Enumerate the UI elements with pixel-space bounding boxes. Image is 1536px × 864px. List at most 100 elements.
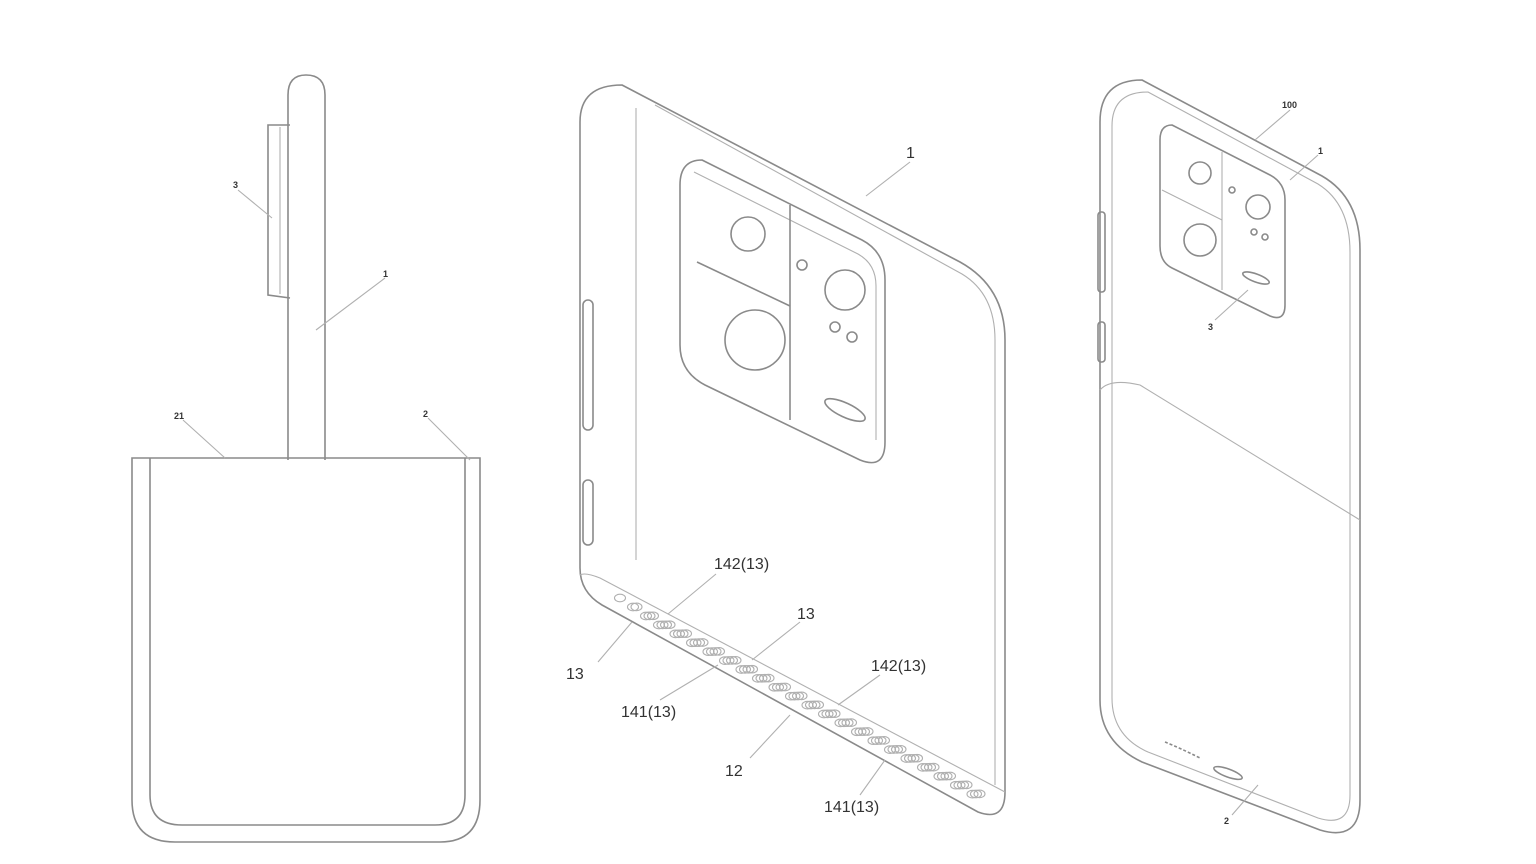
label-case-rim: 21 xyxy=(174,411,184,421)
case-inner xyxy=(149,458,466,826)
label-body: 1 xyxy=(906,145,915,162)
speaker-hole xyxy=(841,718,854,728)
phone-side-body xyxy=(287,74,326,460)
speaker-hole xyxy=(837,718,851,728)
speaker-hole xyxy=(936,771,950,781)
speaker-hole xyxy=(784,691,798,701)
speaker-hole xyxy=(722,656,735,665)
speaker-hole xyxy=(854,727,867,737)
label-case: 2 xyxy=(1224,816,1229,826)
speaker-hole xyxy=(758,673,772,683)
speaker-hole xyxy=(738,665,752,674)
label-bottom-face: 12 xyxy=(725,763,743,780)
speaker-hole xyxy=(824,709,838,719)
speaker-hole xyxy=(867,736,880,746)
speaker-hole xyxy=(883,745,897,754)
speaker-hole xyxy=(672,629,686,639)
speaker-hole xyxy=(626,602,640,612)
label-hole-b-bottom: 141(13) xyxy=(824,799,879,816)
left-figure-side-view: 3 1 21 2 xyxy=(131,74,481,843)
label-camera: 3 xyxy=(1208,322,1213,332)
speaker-hole xyxy=(920,762,933,772)
speaker-hole xyxy=(613,593,627,603)
speaker-hole xyxy=(676,629,689,639)
speaker-hole xyxy=(834,718,847,728)
speaker-hole xyxy=(966,789,979,799)
speaker-hole xyxy=(652,620,666,630)
speaker-hole xyxy=(973,789,986,799)
speaker-hole xyxy=(755,673,768,683)
speaker-hole xyxy=(940,771,953,781)
side-button-1 xyxy=(582,299,594,431)
speaker-hole xyxy=(874,736,887,745)
speaker-hole xyxy=(916,763,930,772)
label-body: 1 xyxy=(383,269,388,279)
flash xyxy=(824,397,866,423)
speaker-hole xyxy=(771,682,785,692)
speaker-hole xyxy=(808,700,821,710)
phone-outline xyxy=(1099,79,1361,834)
speaker-hole xyxy=(953,780,966,790)
speaker-hole xyxy=(923,762,937,772)
speaker-hole xyxy=(659,620,673,630)
speaker-hole xyxy=(630,602,643,612)
speaker-hole xyxy=(887,745,900,754)
camera-bump-side xyxy=(267,124,291,299)
speaker-hole xyxy=(702,647,715,657)
lens-2 xyxy=(724,309,786,371)
label-body: 1 xyxy=(1318,146,1323,156)
speaker-hole xyxy=(907,753,920,763)
speaker-hole xyxy=(949,780,963,790)
case-seam xyxy=(1099,381,1361,521)
label-hole-b-left: 141(13) xyxy=(621,704,676,721)
side-button-2 xyxy=(582,479,594,546)
speaker-hole xyxy=(956,780,970,790)
camera-module xyxy=(1159,124,1286,319)
speaker-hole xyxy=(804,700,818,710)
speaker-hole xyxy=(817,709,831,719)
speaker-hole xyxy=(933,771,946,781)
speaker-hole xyxy=(850,727,864,737)
speaker-hole xyxy=(692,638,706,647)
speaker-hole xyxy=(791,691,805,701)
right-figure-back-view: 100 1 3 2 xyxy=(1097,79,1361,834)
speaker-hole xyxy=(857,727,871,736)
label-case: 2 xyxy=(423,409,428,419)
phone-outline xyxy=(579,84,1006,816)
speaker-hole xyxy=(643,611,656,621)
label-assembly: 100 xyxy=(1282,100,1297,110)
label-hole-mid: 13 xyxy=(797,606,815,623)
speaker-hole xyxy=(969,789,983,799)
speaker-hole xyxy=(775,682,788,692)
lens-3 xyxy=(824,269,866,311)
label-hole-a-right: 142(13) xyxy=(871,658,926,675)
camera-module xyxy=(679,159,886,464)
speaker-hole xyxy=(656,620,669,630)
speaker-hole xyxy=(768,682,781,692)
speaker-hole xyxy=(709,647,722,656)
label-hole-left: 13 xyxy=(566,666,584,683)
speaker-hole xyxy=(870,736,884,745)
speaker-hole xyxy=(742,664,755,674)
label-camera: 3 xyxy=(233,180,238,190)
speaker-hole xyxy=(735,665,748,674)
speaker-hole xyxy=(685,638,699,648)
speaker-hole xyxy=(890,745,904,754)
middle-figure-perspective: 1 142(13) 13 13 142(13) 141(13) 12 141(1… xyxy=(566,84,1006,816)
lens-1 xyxy=(730,216,766,252)
speaker-hole xyxy=(751,674,765,683)
speaker-hole xyxy=(801,700,814,710)
speaker-hole xyxy=(646,611,660,621)
speaker-hole xyxy=(788,691,801,701)
speaker-hole xyxy=(821,709,834,719)
speaker-hole xyxy=(639,611,653,621)
label-hole-a-top: 142(13) xyxy=(714,556,769,573)
speaker-hole xyxy=(725,656,739,665)
speaker-hole xyxy=(669,629,682,639)
speaker-hole xyxy=(705,647,719,656)
speaker-hole-grid xyxy=(613,593,986,799)
speaker-hole xyxy=(903,754,917,763)
speaker-hole xyxy=(689,638,702,648)
speaker-hole xyxy=(718,656,732,665)
